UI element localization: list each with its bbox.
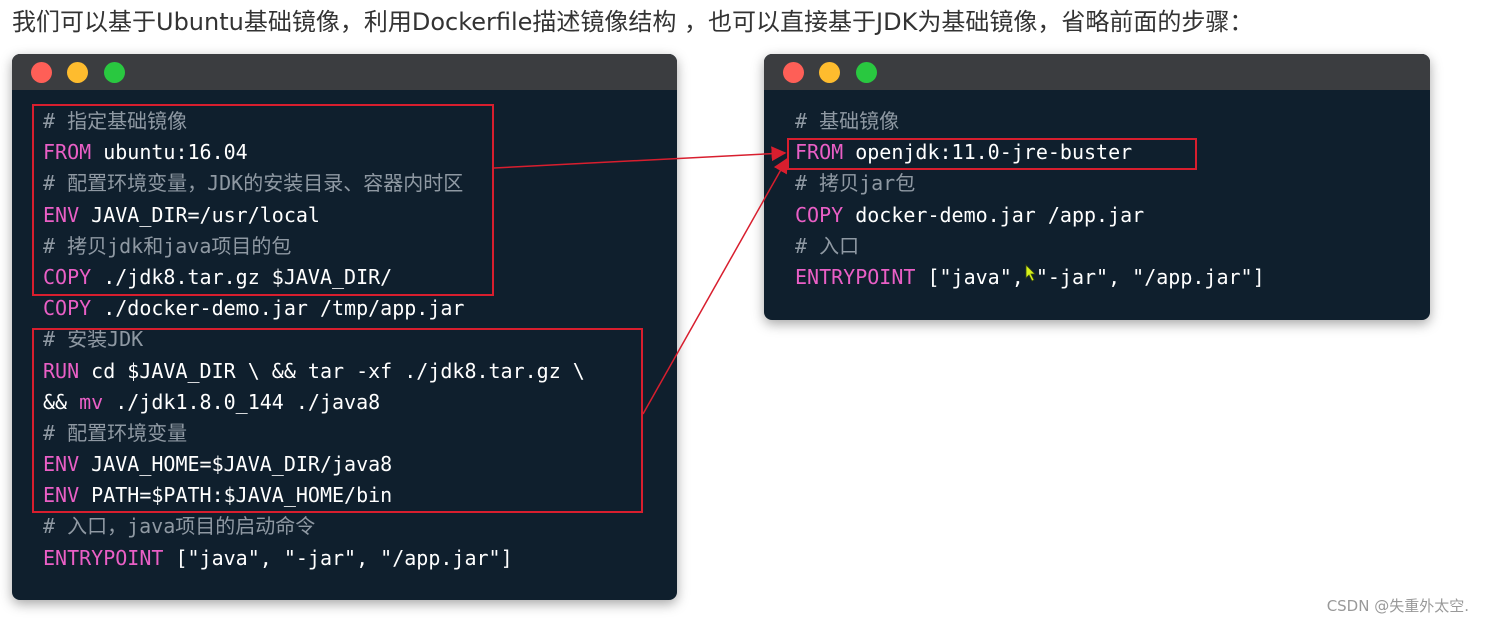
- minimize-dot-icon[interactable]: [67, 62, 88, 83]
- code-text: ./jdk8.tar.gz $JAVA_DIR/: [91, 264, 393, 289]
- code-comment: # 安装JDK: [43, 327, 144, 352]
- code-text: PATH=$PATH:$JAVA_HOME/bin: [79, 483, 393, 508]
- ubuntu-dockerfile-window: # 指定基础镜像 FROM ubuntu:16.04 # 配置环境变量，JDK的安装…: [12, 54, 677, 600]
- window-titlebar: [12, 54, 677, 90]
- code-text: cd $JAVA_DIR \ && tar -xf ./jdk8.tar.gz …: [79, 358, 585, 383]
- code-text: ["java", "-jar", "/app.jar"]: [163, 545, 513, 570]
- code-comment: # 配置环境变量，JDK的安装目录、容器内时区: [43, 171, 464, 196]
- code-text: ./docker-demo.jar /tmp/app.jar: [91, 296, 465, 321]
- code-keyword: ENTRYPOINT: [43, 545, 164, 570]
- code-line: ENTRYPOINT ["java", "-jar", "/app.jar"]: [43, 543, 585, 574]
- code-line: COPY ./docker-demo.jar /tmp/app.jar: [43, 293, 585, 324]
- code-text: ./jdk1.8.0_144 ./java8: [103, 389, 381, 414]
- code-keyword: FROM: [795, 140, 844, 165]
- code-line: FROM openjdk:11.0-jre-buster: [795, 137, 1265, 168]
- code-line: COPY docker-demo.jar /app.jar: [795, 200, 1265, 231]
- jdk-install-highlight: [32, 328, 643, 513]
- maximize-dot-icon[interactable]: [856, 62, 877, 83]
- code-keyword: ENV: [43, 452, 80, 477]
- code-keyword: COPY: [43, 264, 92, 289]
- code-text: openjdk:11.0-jre-buster: [843, 140, 1133, 165]
- code-line: # 入口，java项目的启动命令: [43, 511, 585, 542]
- code-keyword: FROM: [43, 140, 92, 165]
- base-setup-highlight: [32, 104, 494, 296]
- code-line: FROM ubuntu:16.04: [43, 137, 585, 168]
- code-comment: # 拷贝jar包: [795, 171, 916, 196]
- page-heading: 我们可以基于Ubuntu基础镜像，利用Dockerfile描述镜像结构 ，也可以…: [12, 8, 1254, 36]
- openjdk-dockerfile-window: # 基础镜像 FROM openjdk:11.0-jre-buster # 拷贝ja…: [764, 54, 1430, 320]
- code-line: ENV JAVA_HOME=$JAVA_DIR/java8: [43, 449, 585, 480]
- code-comment: # 入口，java项目的启动命令: [43, 514, 316, 539]
- code-line: # 入口: [795, 231, 1265, 262]
- maximize-dot-icon[interactable]: [104, 62, 125, 83]
- code-text: &&: [43, 389, 80, 414]
- code-line: && mv ./jdk1.8.0_144 ./java8: [43, 387, 585, 418]
- code-line: ENTRYPOINT ["java", "-jar", "/app.jar"]: [795, 262, 1265, 293]
- code-line: # 配置环境变量，JDK的安装目录、容器内时区: [43, 168, 585, 199]
- window-titlebar: [764, 54, 1430, 90]
- code-keyword: ENV: [43, 483, 80, 508]
- code-text: ["java", "-jar", "/app.jar"]: [915, 264, 1265, 289]
- ubuntu-dockerfile-code: # 指定基础镜像 FROM ubuntu:16.04 # 配置环境变量，JDK的安装…: [43, 106, 585, 574]
- csdn-watermark: CSDN @失重外太空.: [1326, 597, 1469, 615]
- code-comment: # 指定基础镜像: [43, 109, 188, 133]
- close-dot-icon[interactable]: [783, 62, 804, 83]
- close-dot-icon[interactable]: [31, 62, 52, 83]
- openjdk-from-highlight: [787, 138, 1197, 170]
- code-line: # 安装JDK: [43, 324, 585, 355]
- minimize-dot-icon[interactable]: [819, 62, 840, 83]
- code-line: # 基础镜像: [795, 106, 1265, 137]
- code-line: ENV JAVA_DIR=/usr/local: [43, 200, 585, 231]
- code-keyword: ENV: [43, 202, 80, 227]
- code-line: RUN cd $JAVA_DIR \ && tar -xf ./jdk8.tar…: [43, 356, 585, 387]
- code-keyword: mv: [79, 389, 104, 414]
- code-text: JAVA_DIR=/usr/local: [79, 202, 320, 227]
- code-line: ENV PATH=$PATH:$JAVA_HOME/bin: [43, 480, 585, 511]
- code-keyword: RUN: [43, 358, 80, 383]
- code-keyword: ENTRYPOINT: [795, 264, 916, 289]
- code-line: # 拷贝jdk和java项目的包: [43, 231, 585, 262]
- code-keyword: COPY: [43, 296, 92, 321]
- code-comment: # 基础镜像: [795, 109, 900, 133]
- openjdk-dockerfile-code: # 基础镜像 FROM openjdk:11.0-jre-buster # 拷贝ja…: [795, 106, 1265, 293]
- mouse-cursor-icon: [1025, 264, 1036, 282]
- code-line: COPY ./jdk8.tar.gz $JAVA_DIR/: [43, 262, 585, 293]
- code-comment: # 配置环境变量: [43, 420, 188, 445]
- code-text: ubuntu:16.04: [91, 140, 248, 165]
- code-line: # 指定基础镜像: [43, 106, 585, 137]
- code-comment: # 拷贝jdk和java项目的包: [43, 233, 292, 258]
- code-line: # 拷贝jar包: [795, 168, 1265, 199]
- code-comment: # 入口: [795, 233, 860, 258]
- code-text: JAVA_HOME=$JAVA_DIR/java8: [79, 452, 393, 477]
- code-keyword: COPY: [795, 202, 844, 227]
- code-line: # 配置环境变量: [43, 418, 585, 449]
- code-text: docker-demo.jar /app.jar: [843, 202, 1145, 227]
